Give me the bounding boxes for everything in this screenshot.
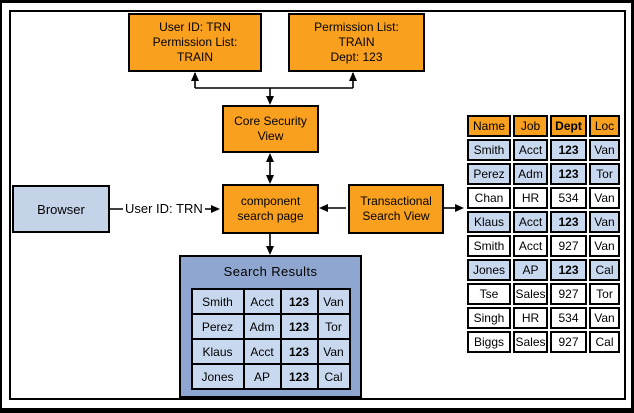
employee-table-cell: 927 <box>550 235 587 257</box>
employee-table-cell: Van <box>589 187 620 209</box>
employee-table-cell: Perez <box>467 163 511 185</box>
user-id-permission-line: User ID: TRN <box>159 20 231 34</box>
employee-table-cell: Cal <box>589 331 620 353</box>
employee-table-cell: Van <box>589 307 620 329</box>
employee-table-cell: Acct <box>513 139 548 161</box>
search-results-cell: Acct <box>242 288 282 315</box>
permission-dept-line: Permission List: <box>314 20 399 34</box>
employee-table-cell: 534 <box>550 307 587 329</box>
user-id-permission-line: Permission List: <box>152 35 238 49</box>
employee-table-cell: 123 <box>550 163 587 185</box>
employee-table-cell: Acct <box>513 235 548 257</box>
employee-table-cell: 123 <box>550 139 587 161</box>
search-results-cell: Smith <box>190 288 245 315</box>
transactional-search-view-box: Transactional Search View <box>348 184 444 234</box>
search-results-cell: Cal <box>316 363 351 390</box>
employee-table-cell: Singh <box>467 307 511 329</box>
employee-table-cell: 123 <box>550 211 587 233</box>
employee-table-header-cell: Dept <box>550 115 587 137</box>
transactional-search-line: Search View <box>362 209 430 223</box>
employee-table-cell: 927 <box>550 283 587 305</box>
search-results-cell: Klaus <box>190 338 245 365</box>
search-results-cell: Van <box>316 338 351 365</box>
user-id-permission-box: User ID: TRN Permission List: TRAIN <box>128 13 262 72</box>
employee-table-cell: Chan <box>467 187 511 209</box>
search-results-cell: Acct <box>242 338 282 365</box>
employee-table-cell: Tor <box>589 283 620 305</box>
permission-dept-line: Dept: 123 <box>330 50 383 64</box>
search-results-cell: 123 <box>279 288 319 315</box>
core-security-line: View <box>257 129 284 143</box>
employee-table-cell: Cal <box>589 259 620 281</box>
employee-table-header-cell: Job <box>513 115 548 137</box>
employee-table-cell: Sales <box>513 331 548 353</box>
core-security-view-box: Core Security View <box>222 105 319 153</box>
employee-table-header-cell: Name <box>467 115 511 137</box>
employee-table-header-cell: Loc <box>589 115 620 137</box>
employee-table-cell: Klaus <box>467 211 511 233</box>
browser-label: Browser <box>37 201 85 217</box>
search-results-cell: Perez <box>190 313 245 340</box>
employee-table-cell: 927 <box>550 331 587 353</box>
permission-dept-box: Permission List: TRAIN Dept: 123 <box>288 13 425 72</box>
user-id-flow-label: User ID: TRN <box>123 201 205 216</box>
search-results-cell: 123 <box>279 338 319 365</box>
component-search-page-box: component search page <box>222 184 319 234</box>
core-security-line: Core Security <box>234 114 307 128</box>
search-results-cell: Adm <box>242 313 282 340</box>
browser-box: Browser <box>12 185 110 233</box>
employee-table-cell: Acct <box>513 211 548 233</box>
employee-table-cell: HR <box>513 187 548 209</box>
transactional-search-line: Transactional <box>360 194 432 208</box>
search-results-cell: Jones <box>190 363 245 390</box>
component-search-line: search page <box>237 209 304 223</box>
employee-table-cell: Tse <box>467 283 511 305</box>
employee-table-cell: Adm <box>513 163 548 185</box>
employee-table-cell: Van <box>589 235 620 257</box>
permission-dept-line: TRAIN <box>338 35 375 49</box>
search-results-cell: 123 <box>279 313 319 340</box>
employee-table-cell: 123 <box>550 259 587 281</box>
search-results-cell: 123 <box>279 363 319 390</box>
employee-table-cell: Sales <box>513 283 548 305</box>
employee-table-cell: HR <box>513 307 548 329</box>
search-results-cell: AP <box>242 363 282 390</box>
component-search-line: component <box>240 194 301 208</box>
employee-table-cell: Smith <box>467 235 511 257</box>
search-results-cell: Tor <box>316 313 351 340</box>
employee-table-cell: 534 <box>550 187 587 209</box>
employee-table-cell: Smith <box>467 139 511 161</box>
diagram-border <box>9 10 626 400</box>
employee-table-cell: Tor <box>589 163 620 185</box>
employee-table-cell: Van <box>589 211 620 233</box>
search-results-cell: Van <box>316 288 351 315</box>
employee-table-cell: Van <box>589 139 620 161</box>
employee-table-cell: Jones <box>467 259 511 281</box>
employee-table-cell: AP <box>513 259 548 281</box>
search-results-title: Search Results <box>223 264 318 279</box>
employee-table-cell: Biggs <box>467 331 511 353</box>
user-id-permission-line: TRAIN <box>177 50 213 64</box>
